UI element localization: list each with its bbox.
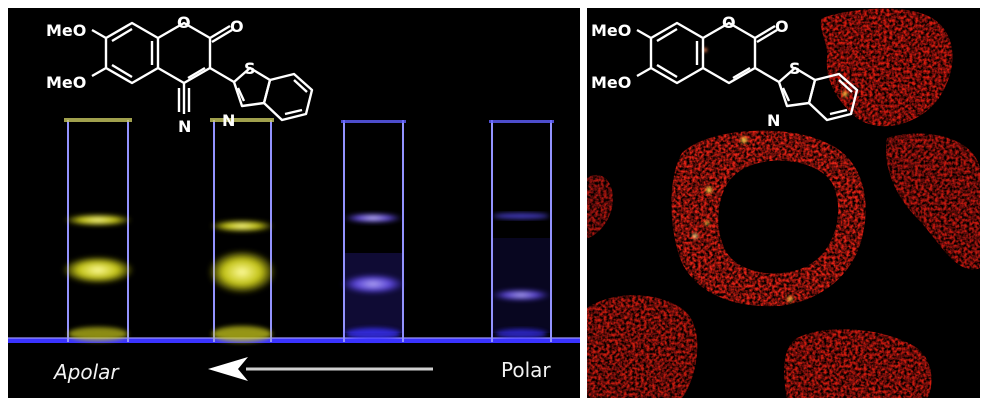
bench-highlight [8,337,580,339]
sulfur-label-2: S [789,59,801,78]
sulfur-label: S [244,59,256,78]
carbonyl-oxygen-label-2: O [775,17,789,36]
cyano-nitrogen-label: N [178,117,191,136]
structure-coumarin [636,21,859,122]
ring-oxygen-label-2: O [722,13,736,32]
solvatochromism-panel: MeO MeO O O S N N Apolar Polar [8,8,580,398]
thiazole-nitrogen-label: N [222,111,235,130]
frame-right [980,0,984,398]
cell-imaging-panel: MeO MeO O O S N [587,8,980,398]
cuvette-1 [62,118,134,342]
cuvette-3 [341,120,406,342]
meo-label-2: MeO [46,73,86,92]
frame-top [0,0,984,8]
polar-label: Polar [501,358,551,382]
bench-baseline [8,338,580,343]
panel-divider [580,0,587,398]
meo-label-3: MeO [591,21,631,40]
cuvette-4 [489,120,554,342]
apolar-label: Apolar [54,360,119,384]
structure-cyano-coumarin [91,21,314,122]
microscopy-image: MeO MeO O O S N [587,8,980,398]
carbonyl-oxygen-label: O [230,17,244,36]
ring-oxygen-label: O [177,13,191,32]
polarity-arrow [208,357,433,381]
frame-left [0,0,8,398]
cuvette-photo: MeO MeO O O S N N [8,13,580,381]
meo-label-1: MeO [46,21,86,40]
meo-label-4: MeO [591,73,631,92]
thiazole-nitrogen-label-2: N [767,111,780,130]
cuvette-2 [208,118,276,342]
stained-cells [587,8,980,398]
